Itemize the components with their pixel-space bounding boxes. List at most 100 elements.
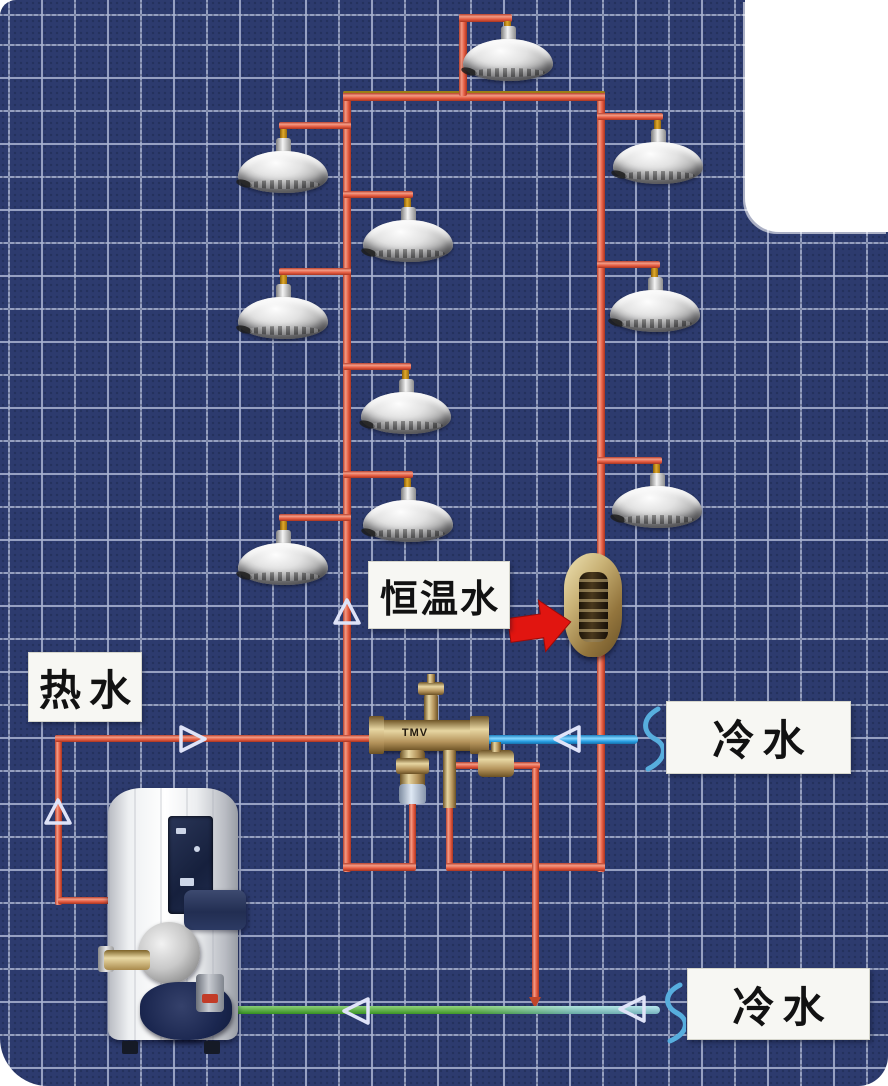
valve-strainer-nut <box>396 758 429 774</box>
heater-drain-valve <box>104 950 150 970</box>
valve-stem <box>424 694 438 724</box>
heater-inlet-handle <box>202 994 218 1003</box>
pipe-right-riser <box>597 91 605 872</box>
shower-head <box>613 129 703 189</box>
shower-head <box>612 473 702 533</box>
shower-dome <box>463 39 553 81</box>
valve-model-label: TMV <box>401 727 429 739</box>
shower-dome <box>363 500 453 542</box>
valve-cap <box>418 682 444 695</box>
label-cold-water-middle: 冷水 <box>666 701 851 774</box>
flow-arrow-left <box>342 997 370 1025</box>
thermostatic-element <box>564 553 622 657</box>
pipe-hot-riser <box>55 735 62 905</box>
pipe-hot-header <box>55 735 387 742</box>
shower-neck <box>401 207 416 223</box>
pipe-branch <box>279 122 351 129</box>
pipe-branch <box>597 261 660 268</box>
shower-dome <box>610 290 700 332</box>
flow-arrow-left <box>618 995 646 1023</box>
shower-dome <box>613 142 703 184</box>
label-constant-temperature-water: 恒温水 <box>368 561 510 629</box>
check-valve <box>478 750 514 777</box>
pipe-cold-drop <box>532 768 539 998</box>
flow-arrow-right <box>179 725 207 753</box>
shower-head <box>238 530 328 590</box>
shower-neck <box>401 487 416 503</box>
pipe-top-header <box>343 91 605 101</box>
shower-head <box>610 277 700 337</box>
valve-strainer-cap <box>399 784 426 804</box>
shower-neck <box>399 379 414 395</box>
shower-dome <box>612 486 702 528</box>
shower-drop-stub <box>404 478 411 492</box>
shower-dome <box>238 543 328 585</box>
flow-arrow-up <box>44 798 72 825</box>
shower-head <box>463 26 553 86</box>
shower-neck <box>276 284 291 300</box>
shower-neck <box>651 129 666 145</box>
label-cold-water-middle-text: 冷水 <box>712 717 813 764</box>
shower-neck <box>276 530 291 546</box>
pipe-cold-green <box>228 1006 660 1014</box>
pipe-mixed-bottom-left <box>343 863 416 871</box>
pipe-branch <box>343 191 413 198</box>
label-hot-water-text: 热水 <box>38 666 139 714</box>
shower-drop-stub <box>653 464 660 478</box>
shower-neck <box>501 26 516 42</box>
shower-dome <box>363 220 453 262</box>
valve-union-left <box>369 716 384 754</box>
shower-neck <box>276 138 291 154</box>
thermostatic-element-core <box>579 572 608 642</box>
label-cold-water-bottom-text: 冷水 <box>732 983 833 1031</box>
panel-corner-notch <box>745 0 888 232</box>
pipe-branch <box>279 514 351 521</box>
shower-dome <box>238 297 328 339</box>
valve-union-right <box>470 716 489 754</box>
pipe-hot-heater-outlet <box>58 897 114 904</box>
check-valve-nub <box>491 742 501 752</box>
heater-burner <box>184 890 246 930</box>
heater-inlet-fitting <box>196 974 224 1012</box>
pipe-mixed-bottom-right <box>446 863 605 871</box>
label-hot-water: 热水 <box>28 652 142 722</box>
shower-neck <box>648 277 663 293</box>
water-heater <box>98 780 260 1058</box>
shower-drop-stub <box>404 198 411 212</box>
valve-body <box>376 720 488 751</box>
heater-foot <box>122 1041 138 1054</box>
valve-cap-knob <box>427 674 435 683</box>
pointer-arrow <box>507 599 572 653</box>
shower-drop-stub <box>280 521 287 535</box>
heater-foot <box>204 1041 220 1054</box>
pipe-branch <box>279 268 351 275</box>
pipe-top-shower-elbow <box>459 14 512 22</box>
shower-dome <box>238 151 328 193</box>
pipe-mixed-down-left <box>409 796 416 870</box>
pipe-cold-drop-tip <box>529 997 541 1008</box>
pipe-left-riser <box>343 91 351 872</box>
pipe-break-symbol <box>643 706 664 772</box>
shower-head <box>238 284 328 344</box>
pipe-branch <box>597 457 662 464</box>
shower-drop-stub <box>280 129 287 143</box>
shower-head <box>361 379 451 439</box>
shower-drop-stub <box>280 275 287 289</box>
pipe-top-shower-stub <box>459 14 467 96</box>
flow-arrow-left <box>553 725 581 753</box>
shower-head <box>363 487 453 547</box>
pipe-break-symbol <box>665 982 686 1044</box>
flow-arrow-up <box>333 598 361 625</box>
valve-outlet-pipe <box>443 750 456 808</box>
shower-head <box>238 138 328 198</box>
shower-drop-stub <box>402 370 409 384</box>
pipe-branch <box>597 113 663 120</box>
shower-drop-stub <box>654 120 661 134</box>
label-cold-water-bottom: 冷水 <box>687 968 870 1040</box>
shower-head <box>363 207 453 267</box>
shower-drop-stub <box>651 268 658 282</box>
pipe-branch <box>343 363 411 370</box>
pipe-cold-blue <box>485 735 638 744</box>
label-constant-temperature-water-text: 恒温水 <box>379 578 500 621</box>
